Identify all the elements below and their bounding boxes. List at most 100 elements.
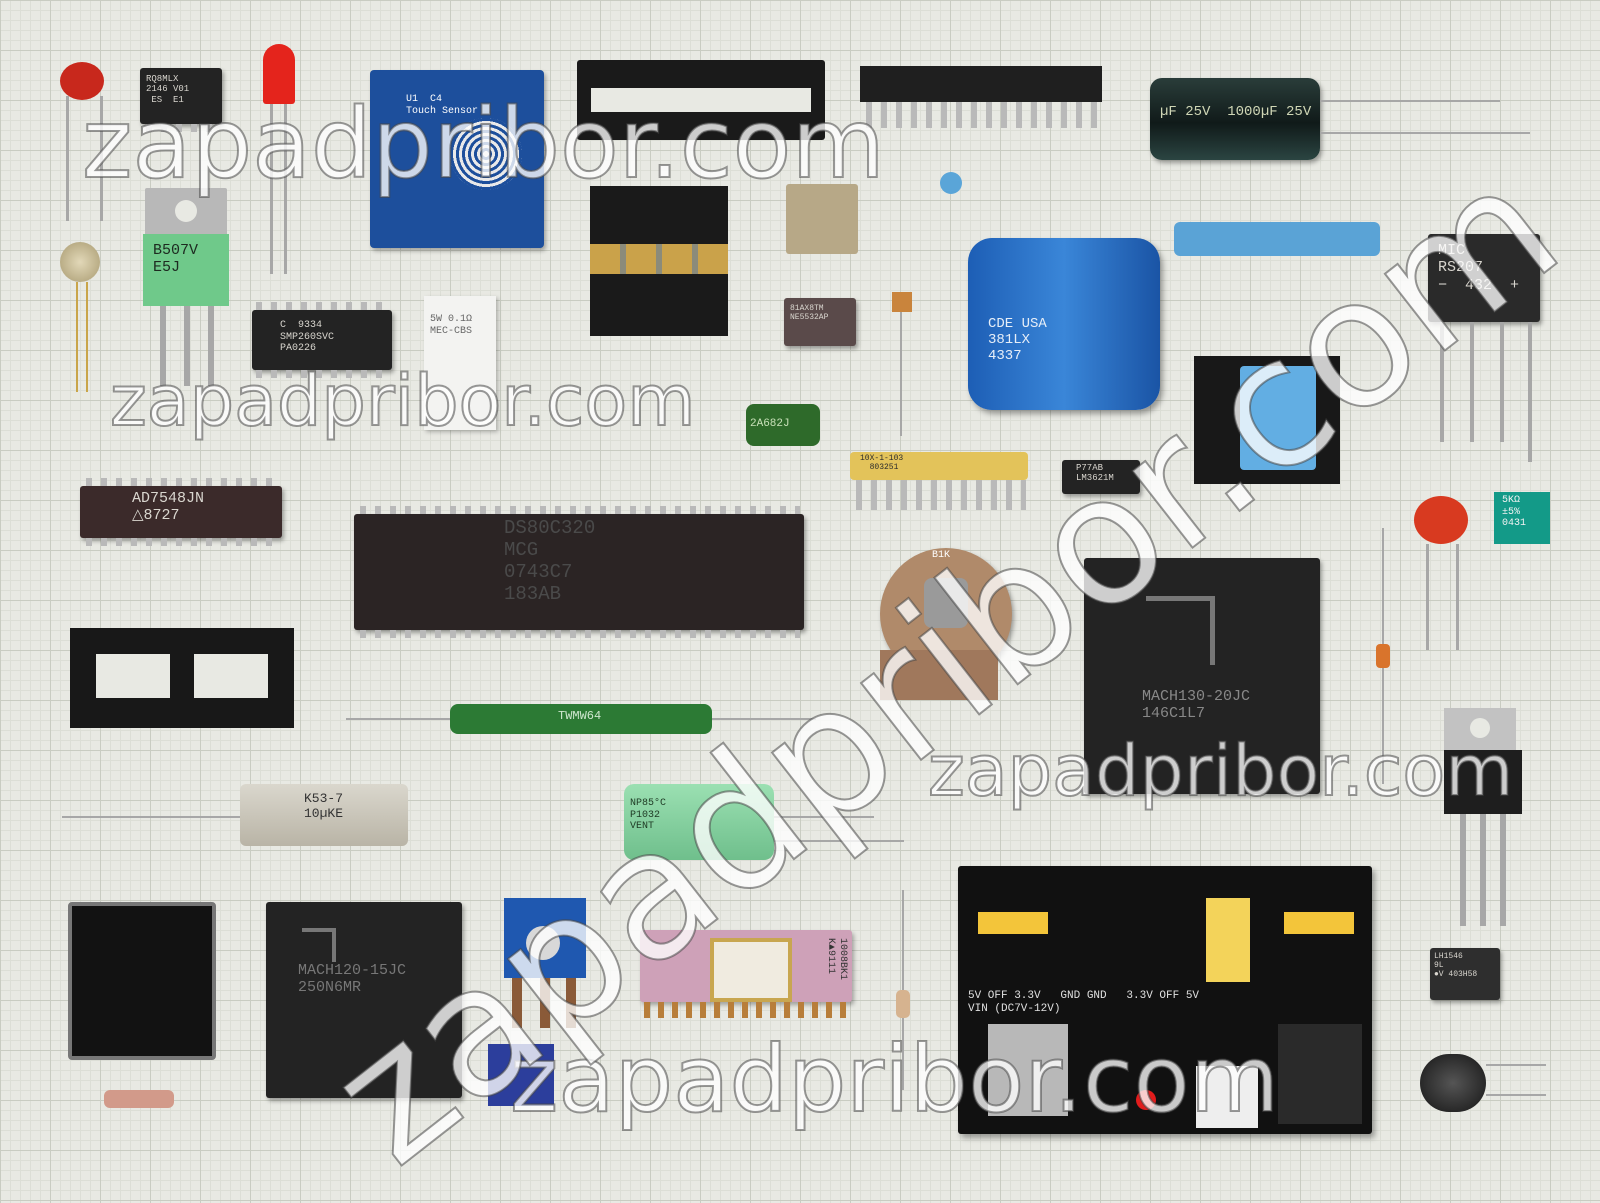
np-bipolar-capacitor: NP85°C P1032 VENT — [624, 784, 774, 860]
film-capacitor-label: 2A682J — [750, 418, 790, 430]
jumper-header-middle — [1206, 898, 1250, 982]
to220-b507v-heatsink — [145, 188, 227, 236]
to220-heatsink-right — [1444, 708, 1516, 752]
to220-b507v-body: B507V E5J — [143, 234, 229, 306]
rq8mlx-pins — [146, 124, 216, 132]
inductor-lead — [1486, 1094, 1546, 1096]
humidity-sensor-grille — [1240, 366, 1316, 470]
potentiometer-terminals — [880, 650, 998, 700]
chip-window — [710, 938, 792, 1002]
lh1546-label: LH1546 9L ●V 403H58 — [1434, 952, 1478, 980]
usb-port — [988, 1024, 1068, 1116]
capacitor-lead — [774, 816, 874, 818]
breadboard-power-supply: 5V OFF 3.3V GND GND 3.3V OFF 5V VIN (DC7… — [958, 866, 1372, 1134]
jumper-header-left — [978, 912, 1048, 934]
cde-capacitor-label: CDE USA 381LX 4337 — [988, 316, 1047, 365]
capacitor-lead — [66, 96, 69, 221]
mach120-chip: MACH120-15JC 250N6MR — [266, 902, 462, 1098]
mach130-chip: MACH130-20JC 146C1L7 — [1084, 558, 1320, 794]
to220-lead — [1460, 814, 1466, 926]
trimmer-screw-icon — [526, 926, 560, 960]
capacitor-lead — [1320, 132, 1530, 134]
opto-gold-strip — [590, 244, 728, 274]
smp260-pins — [256, 302, 388, 310]
blue-trimmer — [504, 898, 586, 978]
touch-pad-spiral-icon — [450, 118, 522, 190]
ad7548-chip: AD7548JN △8727 — [80, 486, 282, 538]
ne5532-chip: 81AX8TM NE5532AP — [784, 298, 856, 346]
transistor-lead — [86, 282, 88, 392]
capacitor-lead — [900, 312, 902, 436]
glass-diode — [1376, 644, 1390, 668]
watermark-text: zapadpribor.com — [109, 359, 696, 443]
red-led — [263, 44, 295, 104]
potentiometer-shaft-icon — [924, 578, 968, 628]
touch-sensor-module: U1 C4 Touch Sensor — [370, 70, 544, 248]
to220-lead — [208, 306, 214, 386]
smp260-label: C 9334 SMP260SVC PA0226 — [280, 320, 335, 354]
lm3621-chip: P77AB LM3621M — [1062, 460, 1140, 494]
led-display-module — [68, 902, 216, 1060]
blue-cermet-trimmer — [488, 1044, 554, 1106]
bridge-lead — [1528, 322, 1532, 462]
resistor-network: 10X-1-103 803251 — [850, 452, 1028, 480]
green-wirewound-resistor: TWMW64 — [450, 704, 712, 734]
lh1546-chip: LH1546 9L ●V 403H58 — [1430, 948, 1500, 1000]
orange-ceramic-capacitor — [892, 292, 912, 312]
smp260-chip: C 9334 SMP260SVC PA0226 — [252, 310, 392, 370]
mach120-label: MACH120-15JC 250N6MR — [298, 962, 407, 997]
capacitor-lead — [774, 840, 904, 842]
optocoupler-array — [590, 186, 728, 336]
lm3621-label: P77AB LM3621M — [1076, 463, 1114, 484]
rq8mlx-chip: RQ8MLX 2146 V01 ES E1 — [140, 68, 222, 124]
sil-header — [860, 66, 1102, 102]
electrolytic-capacitor-1000uf: µF 25V 1000µF 25V — [1150, 78, 1320, 160]
capacitor-lead — [1456, 544, 1459, 650]
to220-lead — [1480, 814, 1486, 926]
resistor-lead — [346, 718, 450, 720]
power-switch-button — [1196, 1066, 1258, 1128]
small-pink-resistor — [104, 1090, 174, 1108]
k1008-label: 1008BK1 K▲9111 — [825, 938, 849, 981]
ic-socket-28pin — [577, 60, 825, 140]
inductor-lead — [1486, 1064, 1546, 1066]
transistor-lead — [76, 282, 78, 392]
ceramic-capacitor-red-1 — [60, 62, 104, 100]
rs207-label: MIC RS207 − 432 + — [1438, 242, 1520, 294]
ds80c320-pins — [360, 630, 800, 638]
touch-sensor-label: U1 C4 Touch Sensor — [406, 94, 479, 117]
k1008-pins — [644, 1002, 848, 1018]
metal-can-transistor — [60, 242, 100, 282]
capacitor-1000uf-label: µF 25V 1000µF 25V — [1160, 104, 1312, 120]
capacitor-lead — [1320, 100, 1500, 102]
bridge-lead — [1440, 322, 1444, 442]
led-lead — [270, 104, 273, 274]
trimmer-lead — [566, 978, 576, 1028]
socket-window — [96, 654, 170, 698]
dc-barrel-jack — [1278, 1024, 1362, 1124]
resistor-lead — [712, 718, 816, 720]
b507v-label: B507V E5J — [153, 242, 199, 277]
ds80c320-chip: DS80C320 MCG 0743C7 183AB — [354, 514, 804, 630]
ic-socket-20pin — [70, 628, 294, 728]
smp260-pins — [256, 370, 388, 378]
blue-disc-capacitor — [940, 172, 962, 194]
k53-7-capacitor: K53-7 10µKE — [240, 784, 408, 846]
bridge-lead — [1500, 322, 1504, 442]
trimmer-lead — [540, 978, 550, 1028]
red-power-led — [1136, 1090, 1156, 1110]
cde-blue-capacitor: CDE USA 381LX 4337 — [968, 238, 1160, 410]
trimmer-5k-label: 5KΩ ±5% 0431 — [1502, 495, 1527, 529]
green-film-capacitor: 2A682J — [746, 404, 820, 446]
small-axial-resistor — [896, 990, 910, 1018]
rs207-bridge-rectifier: MIC RS207 − 432 + — [1428, 234, 1540, 322]
ad7548-pins — [86, 538, 276, 546]
to220-body-right — [1444, 750, 1522, 814]
bridge-lead — [1470, 322, 1474, 442]
led-lead — [284, 104, 287, 274]
k53-7-label: K53-7 10µKE — [304, 791, 344, 821]
jumper-header-right — [1284, 912, 1354, 934]
ceramic-capacitor-red-2 — [1414, 496, 1468, 544]
mach130-label: MACH130-20JC 146C1L7 — [1142, 688, 1251, 723]
ds80c320-label: DS80C320 MCG 0743C7 183AB — [504, 517, 596, 605]
